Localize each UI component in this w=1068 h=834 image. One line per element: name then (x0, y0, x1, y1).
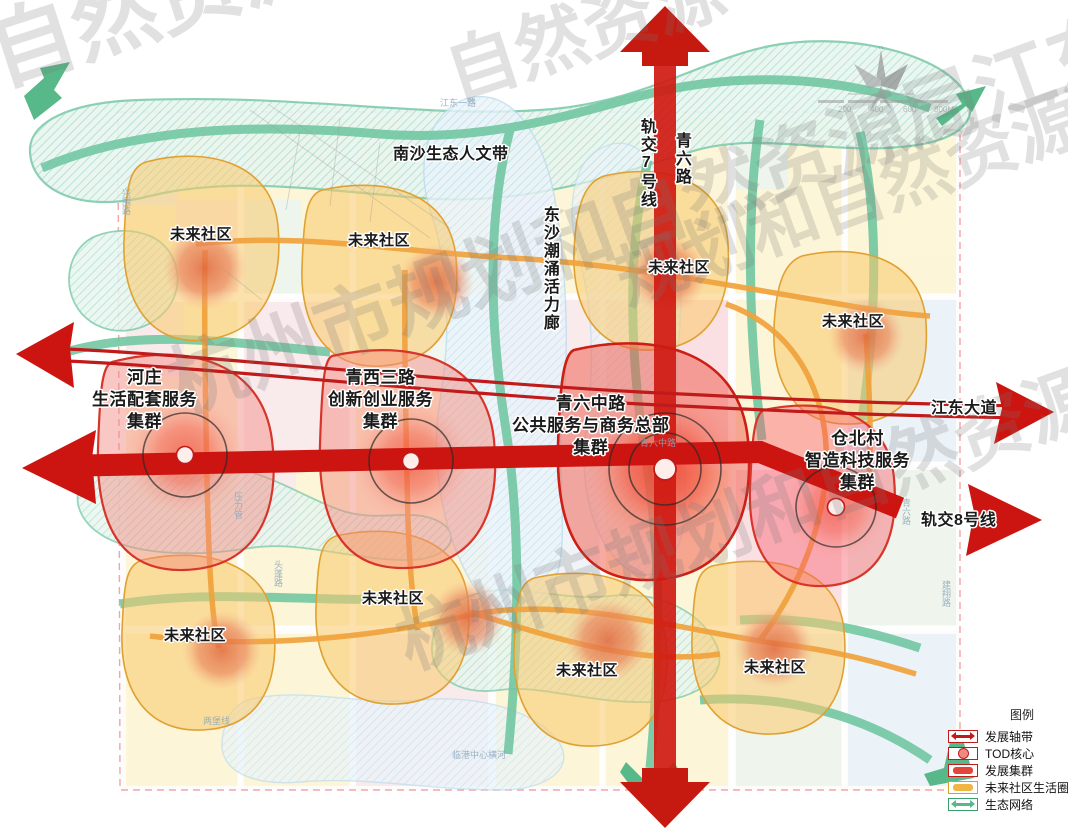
scale-tick-800: 800M (934, 105, 955, 114)
legend-item-tod-core[interactable]: TOD核心 (948, 745, 1066, 761)
axis-arrow-left-main (22, 430, 96, 504)
future-community-label-5: 未来社区 (164, 627, 227, 644)
axis-arrow-right-main (966, 484, 1042, 556)
tod-core-dots (175, 445, 846, 517)
legend-label-tod-core: TOD核心 (985, 746, 1035, 761)
eco-arrow-upright (936, 86, 986, 126)
north-arrow-icon: N (846, 46, 916, 118)
cluster-label-cangbeicun: 仓北村 智造科技服务 集群 (805, 429, 910, 492)
legend-item-future-community[interactable]: 未来社区生活圈 (948, 779, 1068, 795)
legend-label-future-community: 未来社区生活圈 (985, 780, 1068, 795)
legend-label-eco-network: 生态网络 (985, 797, 1034, 812)
basemap-label-liangbaoxian: 两堡线 (203, 716, 231, 726)
tod-ring-markers (142, 412, 877, 548)
future-community-icon (948, 780, 978, 794)
legend-label-development-axis: 发展轴带 (985, 729, 1034, 744)
scale-bar: 200 400 600 800M (818, 96, 954, 120)
development-axis-main (22, 430, 1042, 556)
eco-arrow-upleft (24, 62, 70, 120)
basemap-label-yaliguan: 压力管 (233, 492, 243, 519)
corridor-label-dongsha: 东沙潮涌活力廊 (540, 206, 558, 332)
future-community-label-1: 未来社区 (170, 226, 233, 243)
basemap-label-qingliulu: 青六路 (901, 498, 911, 525)
development-cluster-icon (948, 763, 978, 777)
jiangdong-avenue-lines (39, 346, 1021, 420)
future-community-label-8: 未来社区 (744, 659, 807, 676)
svg-text:N: N (879, 46, 883, 51)
legend-item-eco-network[interactable]: 生态网络 (948, 796, 1066, 812)
jiangdong-arrow-left (16, 322, 74, 388)
future-community-label-3: 未来社区 (648, 259, 711, 276)
cluster-label-hezhuang: 河庄 生活配套服务 集群 (92, 368, 197, 431)
basemap-label-jianxianglu: 建翔路 (941, 580, 951, 607)
basemap-label-toupenglu: 头蓬路 (273, 560, 283, 587)
tod-core-icon (948, 746, 978, 760)
basemap-label-xingweilu: 兴围路 (121, 188, 131, 215)
basemap-label-qingliuzhong: 青六中路 (640, 438, 677, 448)
legend-label-development-cluster: 发展集群 (985, 763, 1034, 778)
eco-network-icon (948, 797, 978, 811)
development-axis-icon (948, 729, 978, 743)
cluster-label-qingliuzhonglu: 青六中路 公共服务与商务总部 集群 (512, 394, 670, 457)
road-label-qingliulu: 青六路 (672, 132, 690, 186)
rail-line-7 (620, 6, 710, 828)
rail-label-line8: 轨交8号线 (921, 512, 997, 529)
future-community-label-4: 未来社区 (822, 313, 885, 330)
basemap-label-jiangdong1: 江东一路 (440, 98, 477, 108)
legend-title: 图例 (1009, 708, 1034, 722)
legend-item-development-cluster[interactable]: 发展集群 (948, 762, 1066, 778)
scale-tick-200: 200 (838, 105, 852, 114)
rail7-arrow-down (620, 768, 710, 828)
future-community-label-6: 未来社区 (362, 590, 425, 607)
basemap-label-lingangzhongxin: 临港中心横河 (452, 750, 507, 760)
future-community-label-2: 未来社区 (348, 232, 411, 249)
jiangdong-arrow-right (994, 382, 1054, 444)
road-label-jiangdong-avenue: 江东大道 (931, 400, 998, 417)
legend-item-development-axis[interactable]: 发展轴带 (948, 728, 1066, 744)
rail7-arrow-up (620, 6, 710, 66)
scale-tick-600: 600 (903, 105, 917, 114)
scale-tick-400: 400 (870, 105, 884, 114)
future-community-label-7: 未来社区 (556, 662, 619, 679)
basemap-linework (221, 103, 451, 301)
legend-panel: 图例 发展轴带 TOD核心 发展集群 (948, 706, 1068, 813)
corridor-label-nansha: 南沙生态人文带 (393, 146, 509, 163)
cluster-label-qingxisanlu: 青西三路 创新创业服务 集群 (328, 368, 433, 431)
future-community-cores (163, 226, 904, 690)
rail-label-line7: 轨交7号线 (637, 118, 655, 209)
